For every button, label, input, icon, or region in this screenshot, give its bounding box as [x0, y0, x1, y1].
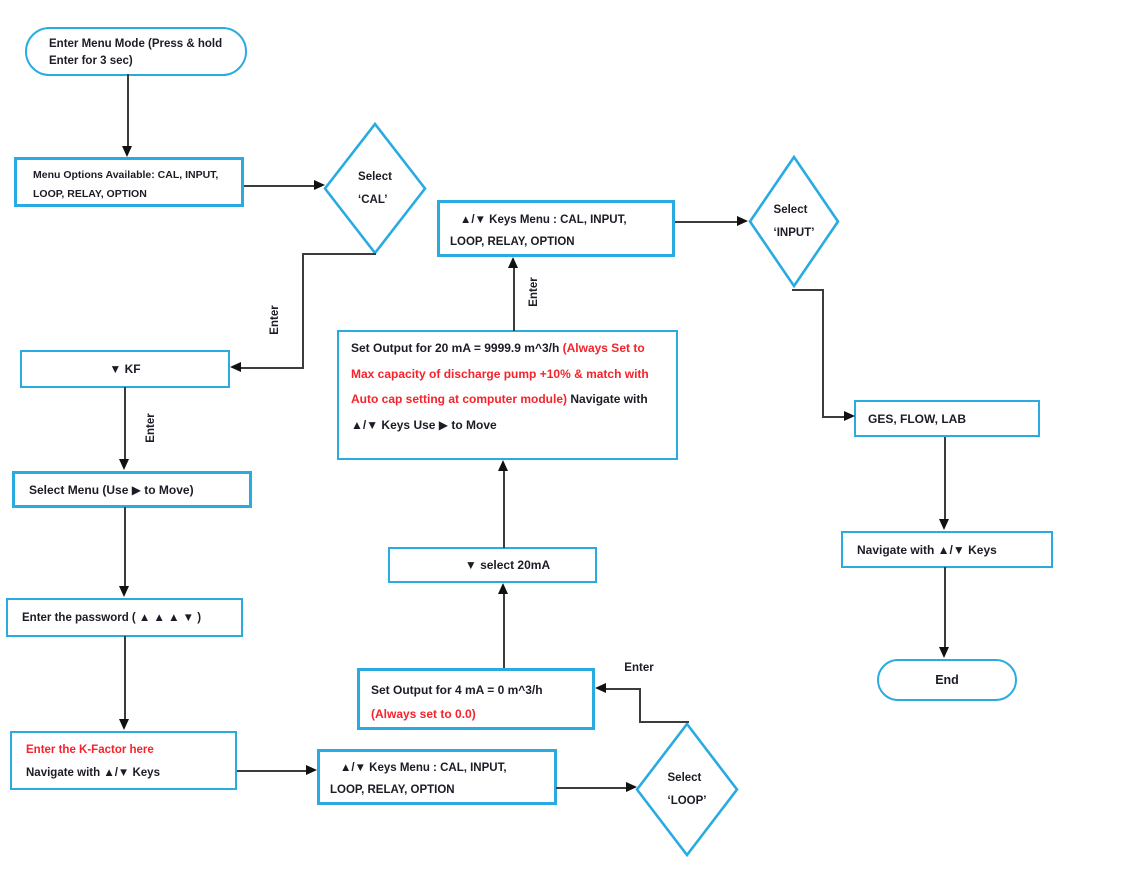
arrow-head	[119, 719, 129, 730]
password-label: Enter the password ( ▲ ▲ ▲ ▼ )	[22, 611, 202, 624]
connector-output20-to-keysmenu	[513, 267, 515, 331]
node-k-factor: Enter the K-Factor here Navigate with ▲/…	[10, 731, 237, 790]
connector-cal-to-kf	[240, 367, 304, 369]
arrow-head	[498, 460, 508, 471]
select-cal-line1: Select	[358, 171, 392, 184]
edge-label-enter: Enter	[269, 305, 281, 335]
node-menu-options: Menu Options Available: CAL, INPUT, LOOP…	[14, 157, 244, 207]
connector-loop-to-4ma	[639, 689, 641, 723]
end-label: End	[935, 673, 959, 687]
k-factor-red-line: Enter the K-Factor here	[26, 744, 154, 756]
connector-password-to-kfactor	[124, 636, 126, 720]
node-select-input-diamond: Select ‘INPUT’	[748, 155, 840, 288]
node-output-4ma: Set Output for 4 mA = 0 m^3/h (Always se…	[357, 668, 595, 730]
arrow-head	[508, 257, 518, 268]
connector-loop-to-4ma	[605, 688, 641, 690]
node-start-oval: Enter Menu Mode (Press & hold Enter for …	[25, 27, 247, 76]
node-output-20ma: Set Output for 20 mA = 9999.9 m^3/h (Alw…	[337, 330, 678, 460]
edge-label-enter: Enter	[145, 413, 157, 443]
keys-menu-top-line1: ▲/▼ Keys Menu : CAL, INPUT,	[460, 214, 627, 226]
ges-flow-lab-label: GES, FLOW, LAB	[868, 411, 966, 426]
navigate-keys-label: Navigate with ▲/▼ Keys	[857, 542, 997, 557]
connector-keysmenu-to-loop	[556, 787, 627, 789]
connector-loop-to-4ma	[639, 721, 689, 723]
arrow-head	[498, 583, 508, 594]
connector-cal-to-kf	[302, 253, 304, 368]
node-keys-menu-top: ▲/▼ Keys Menu : CAL, INPUT, LOOP, RELAY,…	[437, 200, 675, 257]
arrow-head	[737, 216, 748, 226]
arrow-head	[939, 519, 949, 530]
arrow-head	[626, 782, 637, 792]
edge-label-enter: Enter	[624, 662, 654, 674]
menu-options-line1: Menu Options Available: CAL, INPUT,	[33, 169, 219, 181]
select-input-line2: ‘INPUT’	[773, 226, 815, 239]
keys-menu-bottom-line2: LOOP, RELAY, OPTION	[330, 784, 455, 796]
arrow-head	[306, 765, 317, 775]
menu-options-line2: LOOP, RELAY, OPTION	[33, 188, 147, 200]
edge-label-enter: Enter	[528, 277, 540, 307]
keys-menu-top-line2: LOOP, RELAY, OPTION	[450, 236, 575, 248]
node-navigate-keys: Navigate with ▲/▼ Keys	[841, 531, 1053, 568]
node-select-menu: Select Menu (Use ▶ to Move)	[12, 471, 252, 508]
node-select-20ma: ▼ select 20mA	[388, 547, 597, 583]
connector-input-to-ges	[792, 289, 824, 291]
connector-kfactor-to-keysmenu	[237, 770, 307, 772]
arrow-head	[314, 180, 325, 190]
select-loop-line2: ‘LOOP’	[667, 794, 707, 807]
connector-20ma-to-output20	[503, 470, 505, 548]
connector-selectmenu-to-password	[124, 507, 126, 587]
node-kf: ▼ KF	[20, 350, 230, 388]
node-password: Enter the password ( ▲ ▲ ▲ ▼ )	[6, 598, 243, 637]
k-factor-black-line: Navigate with ▲/▼ Keys	[26, 767, 160, 779]
select-input-line1: Select	[773, 204, 808, 217]
connector-navigate-to-end	[944, 567, 946, 648]
node-select-loop-diamond: Select ‘LOOP’	[635, 722, 739, 857]
arrow-head	[595, 683, 606, 693]
output-4ma-black-line: Set Output for 4 mA = 0 m^3/h	[371, 683, 543, 697]
connector-kf-to-selectmenu	[124, 387, 126, 460]
connector-input-to-ges	[822, 289, 824, 418]
arrow-head	[230, 362, 241, 372]
diamond-shape	[748, 155, 840, 288]
keys-menu-bottom-line1: ▲/▼ Keys Menu : CAL, INPUT,	[340, 762, 507, 774]
node-start-line2: Enter for 3 sec)	[49, 55, 133, 67]
diamond-shape	[635, 722, 739, 857]
select-20ma-label: ▼ select 20mA	[464, 558, 551, 572]
connector-cal-to-kf	[302, 253, 376, 255]
select-cal-line2: ‘CAL’	[358, 193, 388, 206]
output-4ma-red-line: (Always set to 0.0)	[371, 707, 476, 721]
connector-keysmenu-to-input	[675, 221, 738, 223]
output-20ma-black-part1: Set Output for 20 mA = 9999.9 m^3/h	[351, 341, 563, 355]
arrow-head	[119, 459, 129, 470]
kf-label: ▼ KF	[109, 362, 141, 376]
node-start-line1: Enter Menu Mode (Press & hold	[49, 38, 223, 50]
arrow-head	[844, 411, 855, 421]
output-20ma-black-part2: Navigate with ▲/▼ Keys Use ▶ to Move	[351, 392, 648, 432]
select-menu-label: Select Menu (Use ▶ to Move)	[29, 482, 194, 497]
arrow-head	[122, 146, 132, 157]
connector-menu-to-cal	[244, 185, 315, 187]
node-select-cal-diamond: Select ‘CAL’	[323, 122, 427, 255]
connector-4ma-to-20ma	[503, 593, 505, 668]
select-loop-line1: Select	[667, 772, 702, 785]
output-20ma-red-part: (Always Set to Max capacity of discharge…	[351, 341, 649, 406]
arrow-head	[939, 647, 949, 658]
node-end-oval: End	[877, 659, 1017, 701]
connector-ges-to-navigate	[944, 437, 946, 520]
connector-input-to-ges	[822, 416, 845, 418]
node-keys-menu-bottom: ▲/▼ Keys Menu : CAL, INPUT, LOOP, RELAY,…	[317, 749, 557, 805]
arrow-head	[119, 586, 129, 597]
connector-start-to-menu	[127, 74, 129, 147]
node-ges-flow-lab: GES, FLOW, LAB	[854, 400, 1040, 437]
